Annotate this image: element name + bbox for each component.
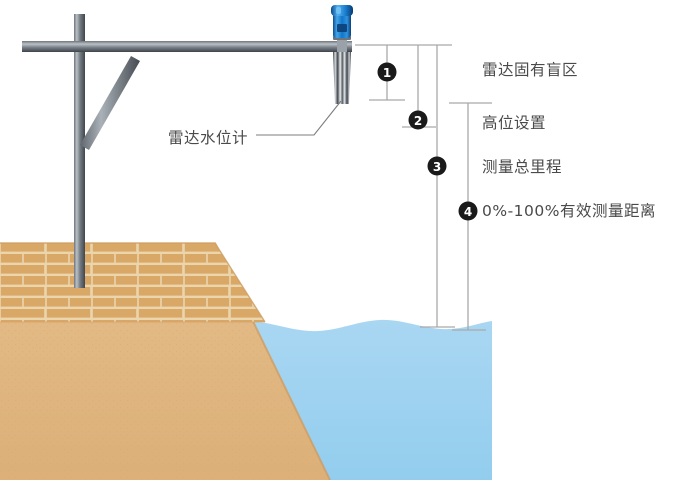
radar-level-sensor <box>331 5 353 104</box>
label-total-measuring-range: 测量总里程 <box>482 158 563 176</box>
label-radar-water-level-meter: 雷达水位计 <box>168 129 249 147</box>
mounting-structure <box>22 14 352 288</box>
marker-badge-4-text: 4 <box>464 205 472 219</box>
marker-badge-3-text: 3 <box>433 160 441 174</box>
radar-cap <box>331 5 353 16</box>
radar-display-window <box>337 24 347 32</box>
brick-wall-outline <box>0 242 266 323</box>
horizontal-boom <box>22 41 352 52</box>
radar-horn-antenna <box>333 52 351 104</box>
dimension-lines <box>355 44 492 331</box>
label-blind-zone: 雷达固有盲区 <box>482 61 579 79</box>
marker-badge-1: 1 <box>377 62 397 82</box>
diagonal-brace <box>80 56 140 150</box>
brick-wall <box>0 243 265 322</box>
vertical-mast <box>74 14 85 288</box>
marker-badge-2: 2 <box>408 110 428 130</box>
marker-badge-4: 4 <box>458 201 478 221</box>
marker-badges: 1 2 3 4 <box>377 62 478 221</box>
radar-neck <box>337 38 347 52</box>
label-high-setting: 高位设置 <box>482 114 547 132</box>
marker-badge-2-text: 2 <box>414 114 422 128</box>
marker-badge-3: 3 <box>427 156 447 176</box>
radar-cap-highlight <box>336 7 341 14</box>
label-effective-measuring-distance: 0%-100%有效测量距离 <box>482 202 656 220</box>
marker-badge-1-text: 1 <box>383 66 391 80</box>
device-leader-line <box>256 100 342 136</box>
